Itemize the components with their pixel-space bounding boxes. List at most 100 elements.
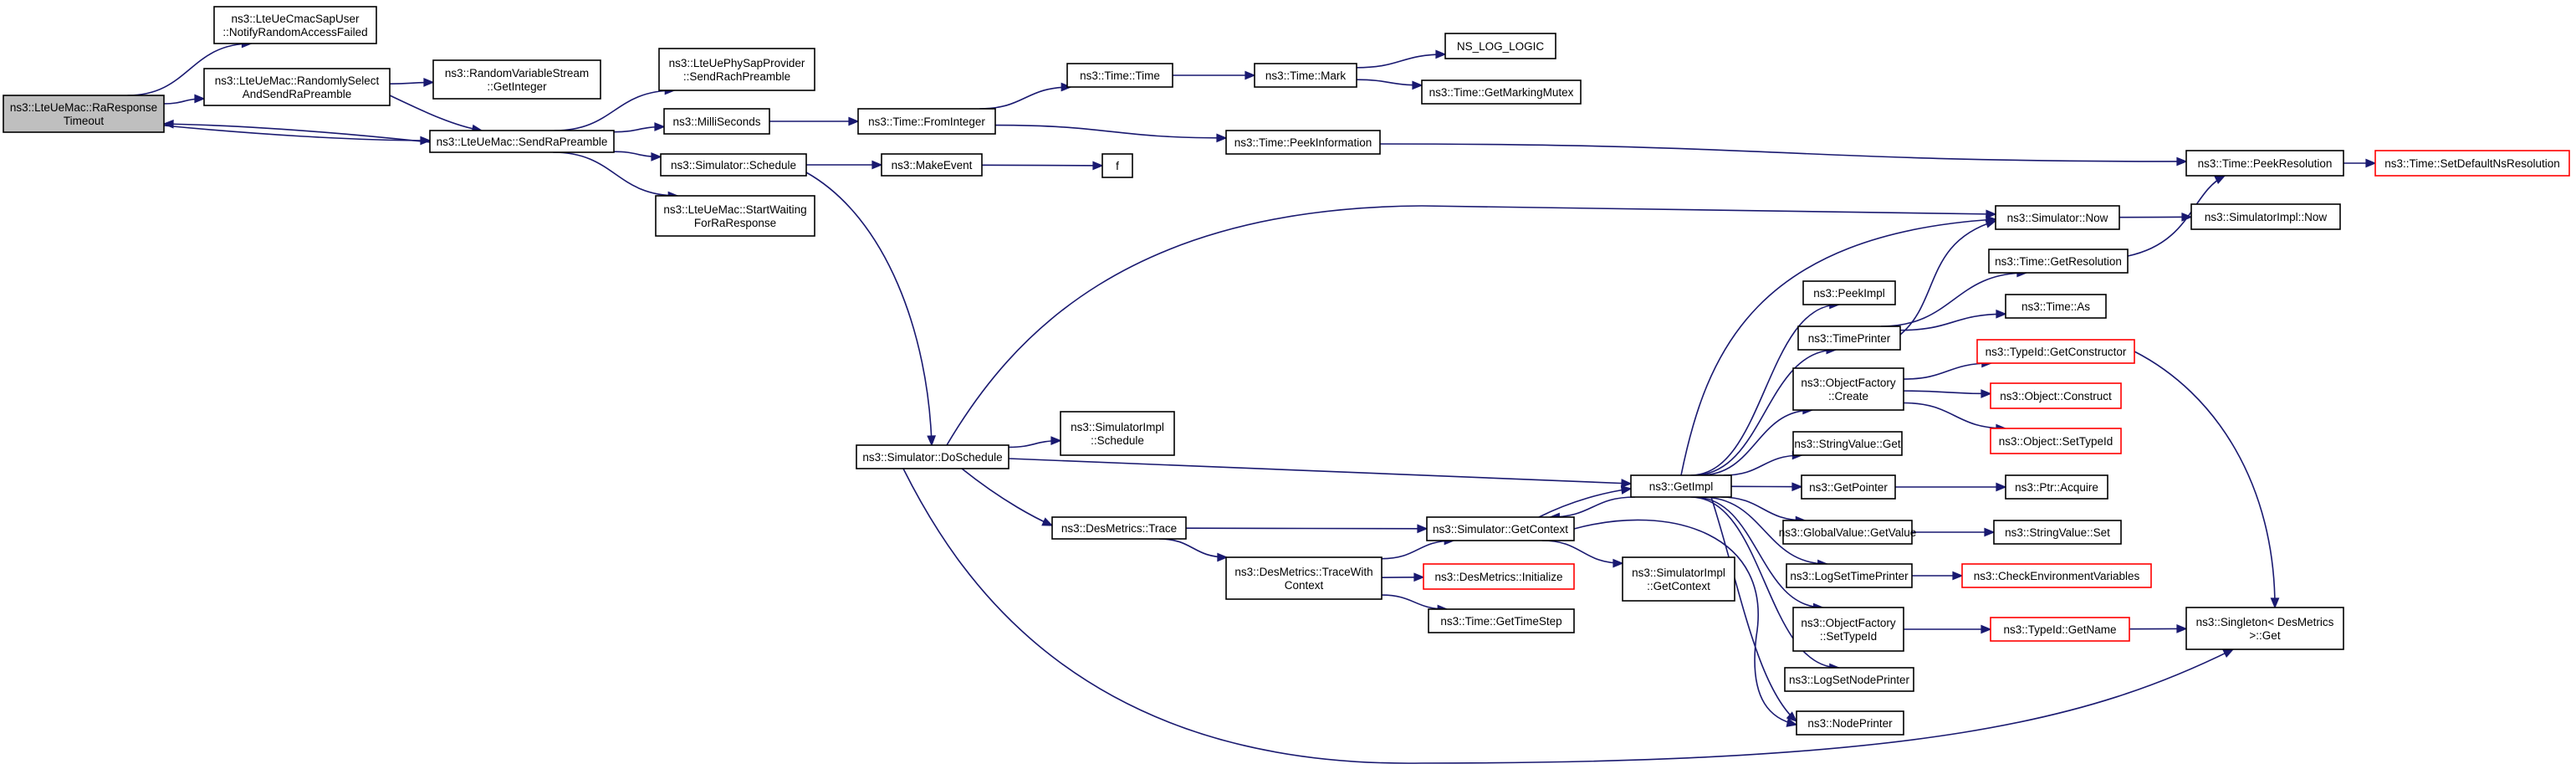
edge-randsel-to-sendra: [389, 95, 483, 134]
node-getctx[interactable]: ns3::Simulator::GetContext: [1426, 516, 1575, 541]
node-timeas[interactable]: ns3::Time::As: [2005, 294, 2107, 319]
node-box: [1976, 339, 2135, 364]
node-box: [1990, 382, 2122, 409]
arrowhead: [1417, 524, 1429, 534]
arrowhead: [1996, 309, 2007, 319]
node-dmtrace[interactable]: ns3::DesMetrics::Trace: [1051, 516, 1187, 540]
arrowhead: [194, 94, 206, 104]
node-box: [1990, 617, 2130, 642]
node-simnow[interactable]: ns3::Simulator::Now: [1995, 205, 2120, 230]
node-label-line: Context: [1285, 579, 1324, 592]
node-ofcreate[interactable]: ns3::ObjectFactory::Create: [1792, 367, 1904, 411]
edge-doschedule-to-dmtrace: [961, 468, 1054, 526]
node-label-line: ns3::Time::PeekInformation: [1234, 136, 1372, 149]
node-ms[interactable]: ns3::MilliSeconds: [663, 108, 770, 135]
node-f[interactable]: f: [1101, 153, 1133, 178]
node-getres[interactable]: ns3::Time::GetResolution: [1988, 249, 2129, 274]
node-label-line: ns3::LogSetNodePrinter: [1789, 674, 1910, 686]
node-sendra[interactable]: ns3::LteUeMac::SendRaPreamble: [429, 130, 615, 153]
node-dminit[interactable]: ns3::DesMetrics::Initialize: [1423, 563, 1575, 590]
node-doschedule[interactable]: ns3::Simulator::DoSchedule: [856, 444, 1009, 469]
node-makeevent[interactable]: ns3::MakeEvent: [881, 153, 983, 177]
edge-timeprinter-to-simnow: [1899, 219, 1997, 336]
node-sched[interactable]: ns3::Simulator::Schedule: [660, 153, 807, 177]
node-getimpl[interactable]: ns3::GetImpl: [1630, 474, 1732, 498]
node-checkenv[interactable]: ns3::CheckEnvironmentVariables: [1961, 563, 2152, 588]
node-ofsettid[interactable]: ns3::ObjectFactory::SetTypeId: [1792, 607, 1904, 652]
edge-tidname-to-singleton: [2129, 623, 2188, 633]
node-label-line: ns3::Time::GetResolution: [1995, 255, 2122, 268]
arrowhead: [1216, 133, 1228, 143]
node-box: [2185, 607, 2344, 650]
node-box: [1995, 205, 2120, 230]
node-label-line: ns3::Time::SetDefaultNsResolution: [2384, 157, 2560, 170]
node-peekimpl[interactable]: ns3::PeekImpl: [1802, 280, 1896, 305]
arrowhead: [2176, 156, 2188, 167]
node-peekinfo[interactable]: ns3::Time::PeekInformation: [1225, 130, 1381, 155]
edge-randsel-to-rvs: [389, 78, 435, 87]
node-getctor[interactable]: ns3::TypeId::GetConstructor: [1976, 339, 2135, 364]
node-label-line: ns3::Simulator::Schedule: [671, 159, 796, 172]
node-rvs[interactable]: ns3::RandomVariableStream::GetInteger: [432, 59, 601, 100]
node-physap[interactable]: ns3::LteUePhySapProvider::SendRachPreamb…: [658, 48, 815, 91]
node-box: [1993, 520, 2122, 545]
node-box: [1225, 556, 1383, 600]
arrowhead: [1986, 209, 1997, 219]
node-box: [1423, 563, 1575, 590]
node-implsched[interactable]: ns3::SimulatorImpl::Schedule: [1060, 411, 1175, 456]
node-box: [856, 444, 1009, 469]
node-box: [1796, 710, 1904, 736]
node-setdef[interactable]: ns3::Time::SetDefaultNsResolution: [2374, 150, 2570, 177]
node-label-line: ::NotifyRandomAccessFailed: [222, 26, 367, 38]
node-mark[interactable]: ns3::Time::Mark: [1254, 63, 1357, 88]
arrowhead: [1952, 571, 1964, 581]
node-label-line: ns3::Time::GetMarkingMutex: [1429, 86, 1574, 99]
node-fromint[interactable]: ns3::Time::FromInteger: [857, 108, 996, 135]
node-label-line: ns3::LteUeCmacSapUser: [231, 13, 360, 25]
edge-getctor-to-singleton: [2134, 351, 2280, 609]
node-timetime[interactable]: ns3::Time::Time: [1066, 63, 1173, 88]
node-singleton[interactable]: ns3::Singleton< DesMetrics >::Get: [2185, 607, 2344, 650]
edge-peekres-to-setdef: [2343, 158, 2377, 168]
node-nodeprinter[interactable]: ns3::NodePrinter: [1796, 710, 1904, 736]
edge-tracewith-to-dminit: [1381, 572, 1425, 582]
node-label-line: NS_LOG_LOGIC: [1457, 40, 1545, 53]
node-notify[interactable]: ns3::LteUeCmacSapUser::NotifyRandomAcces…: [213, 6, 377, 44]
node-logsettp[interactable]: ns3::LogSetTimePrinter: [1786, 563, 1913, 588]
edge-getimpl-to-nodeprinter: [1710, 496, 1798, 723]
node-strset[interactable]: ns3::StringValue::Set: [1993, 520, 2122, 545]
node-mutex[interactable]: ns3::Time::GetMarkingMutex: [1421, 79, 1582, 105]
node-label-line: ns3::GetPointer: [1809, 481, 1888, 494]
node-implnow[interactable]: ns3::SimulatorImpl::Now: [2190, 203, 2341, 230]
node-objconstruct[interactable]: ns3::Object::Construct: [1990, 382, 2122, 409]
node-box: [2374, 150, 2570, 177]
edge-sched-to-makeevent: [806, 160, 883, 170]
node-strget[interactable]: ns3::StringValue::Get: [1792, 431, 1903, 456]
node-label-line: ns3::SimulatorImpl: [1632, 566, 1725, 579]
node-timestep[interactable]: ns3::Time::GetTimeStep: [1428, 608, 1575, 633]
node-objsettid[interactable]: ns3::Object::SetTypeId: [1990, 428, 2122, 454]
node-nslog[interactable]: NS_LOG_LOGIC: [1444, 33, 1556, 59]
node-label-line: ns3::PeekImpl: [1813, 287, 1885, 300]
node-getptr[interactable]: ns3::GetPointer: [1801, 474, 1896, 500]
arrowhead: [1786, 711, 1798, 723]
node-randsel[interactable]: ns3::LteUeMac::RandomlySelectAndSendRaPr…: [203, 68, 391, 106]
node-label-line: ns3::Singleton< DesMetrics: [2196, 616, 2334, 628]
node-label-line: ::SendRachPreamble: [683, 70, 790, 83]
node-tidname[interactable]: ns3::TypeId::GetName: [1990, 617, 2130, 642]
node-implctx[interactable]: ns3::SimulatorImpl::GetContext: [1622, 556, 1735, 602]
node-label-line: ns3::LteUeMac::SendRaPreamble: [437, 136, 608, 148]
node-gvget[interactable]: ns3::GlobalValue::GetValue: [1779, 520, 1917, 545]
node-label-line: ns3::ObjectFactory: [1801, 377, 1896, 389]
node-acquire[interactable]: ns3::Ptr::Acquire: [2005, 474, 2108, 500]
arrowhead: [1061, 82, 1072, 92]
node-label-line: ns3::Time::FromInteger: [868, 115, 985, 128]
node-peekres[interactable]: ns3::Time::PeekResolution: [2185, 150, 2344, 177]
node-box: [203, 68, 391, 106]
node-timeprinter[interactable]: ns3::TimePrinter: [1797, 326, 1901, 351]
node-box: [2005, 474, 2108, 500]
node-logsetnp[interactable]: ns3::LogSetNodePrinter: [1784, 667, 1914, 692]
